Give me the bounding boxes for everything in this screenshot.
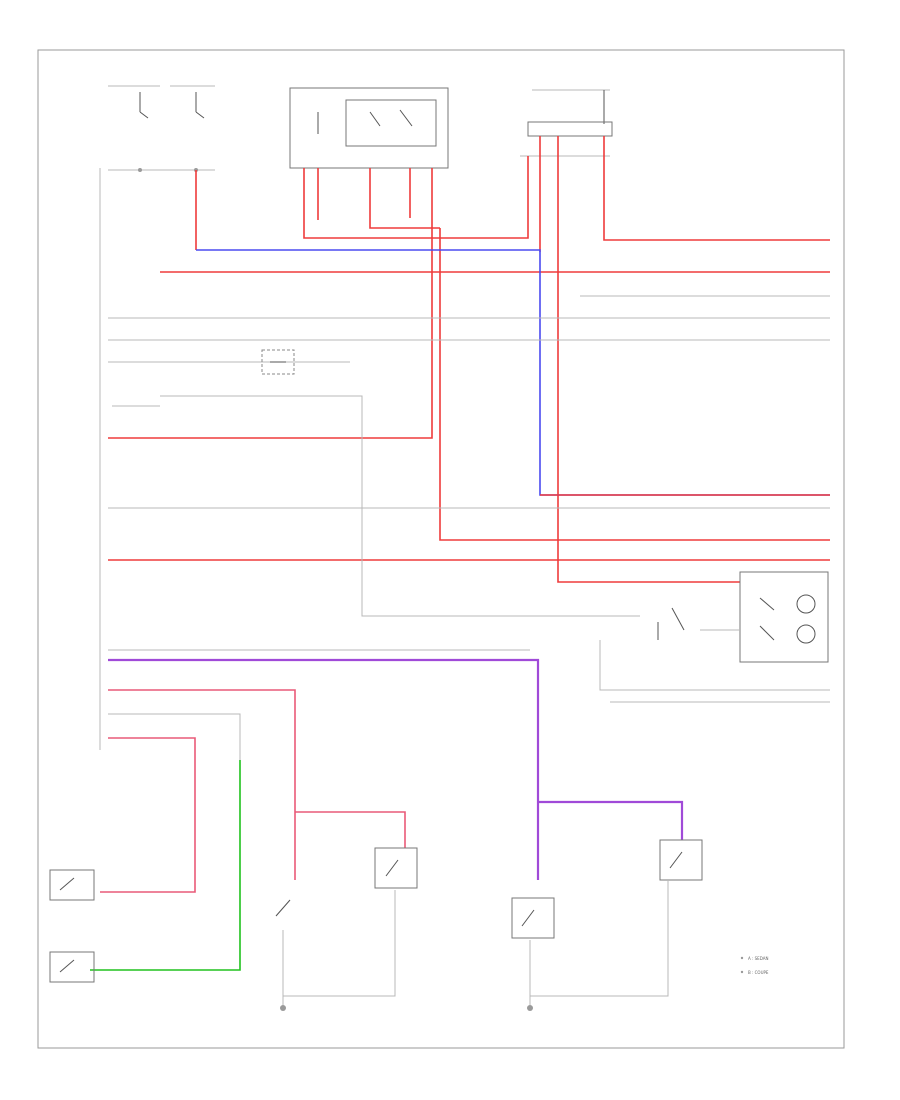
legend-a-label: A : SEDAN (748, 956, 768, 961)
wire-gray-bottom-4 (530, 880, 669, 997)
ground-point-left (280, 1005, 286, 1011)
wire-red-tr-2 (557, 136, 740, 583)
diagram-legend: A : SEDAN B : COUPE (740, 956, 769, 975)
wire-red-relay-c (369, 168, 440, 229)
wire-pink-3 (100, 737, 196, 893)
right-lamp-assembly (657, 571, 829, 663)
top-center-relay-box (289, 87, 449, 169)
wire-red-tr-1 (603, 136, 830, 241)
wire-gray-h690 (599, 640, 830, 691)
wire-gray-h712 (108, 713, 241, 760)
wire-pink-1 (108, 689, 296, 880)
diagram-frame (37, 49, 845, 1049)
wire-red-relay-a (303, 156, 529, 239)
left-mid-component (112, 349, 295, 407)
wire-violet-branch (538, 800, 684, 840)
top-left-fuse-block (108, 85, 215, 172)
wire-blue (196, 249, 830, 496)
wire-red-relay-f (439, 228, 830, 541)
wire-gray-bottom-2 (283, 890, 396, 997)
wire-red-relay-e (108, 168, 433, 439)
bottom-switches (49, 839, 703, 983)
ground-point-right (527, 1005, 533, 1011)
legend-b-label: B : COUPE (748, 970, 769, 975)
wire-violet-main (108, 658, 540, 880)
wire-gray-h395 (160, 395, 640, 617)
wire-green (90, 760, 241, 971)
wire-pink-2 (295, 811, 406, 848)
top-right-connector-block (520, 89, 613, 157)
